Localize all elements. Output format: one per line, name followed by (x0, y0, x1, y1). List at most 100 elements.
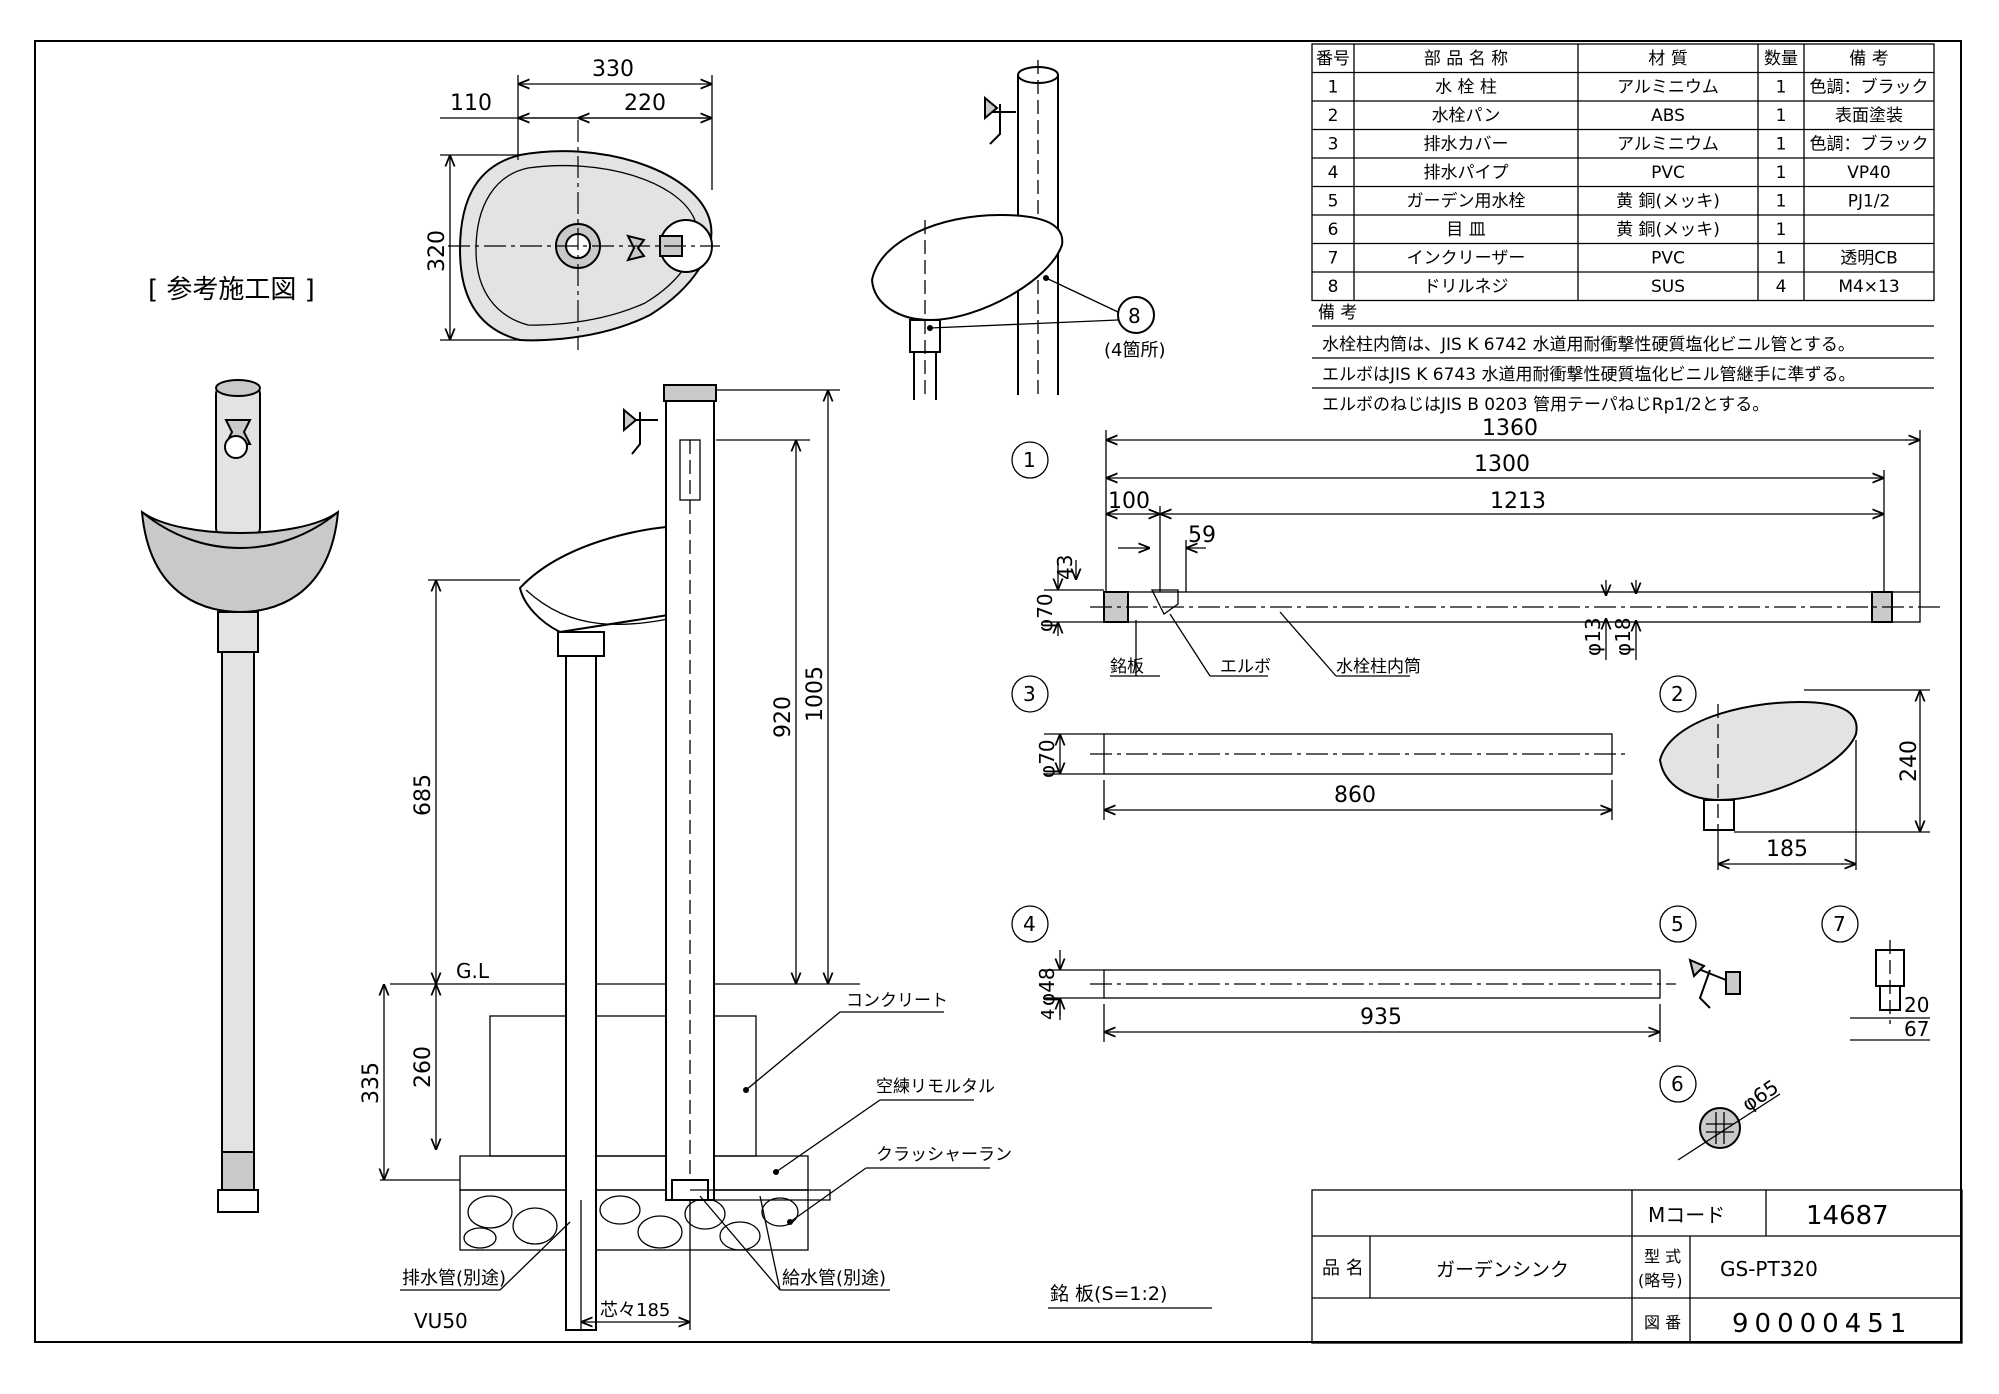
dim-920: 920 (771, 696, 796, 738)
label-concrete: コンクリート (846, 991, 948, 1011)
table-cell-r3-c2: アルミニウム (1617, 135, 1719, 155)
top-view: 330 110 220 320 (425, 57, 720, 350)
table-cell-r3-c1: 排水カバー (1424, 135, 1509, 155)
table-cell-r8-c2: SUS (1651, 277, 1685, 297)
table-cell-r5-c4: PJ1/2 (1848, 192, 1891, 212)
table-cell-r2-c2: ABS (1651, 106, 1685, 126)
part3-num: 3 (1023, 682, 1036, 706)
dim-phi13: φ13 (1581, 617, 1605, 656)
table-cell-r6-c0: 6 (1328, 220, 1339, 240)
part1-num: 1 (1023, 448, 1036, 472)
part-6-drain-plate: 6 φ65 (1659, 1065, 1783, 1161)
table-cell-r7-c2: PVC (1651, 249, 1685, 269)
table-cell-r3-c4: 色調：ブラック (1810, 134, 1929, 155)
table-cell-r6-c3: 1 (1776, 220, 1787, 240)
remark-1: 水栓柱内筒は、JIS K 6742 水道用耐衝撃性硬質塩化ビニル管とする。 (1322, 335, 1855, 355)
table-cell-r2-c0: 2 (1328, 106, 1339, 126)
table-cell-r5-c3: 1 (1776, 192, 1787, 212)
katashiki-value: GS-PT320 (1720, 1257, 1818, 1281)
label-drain: 排水管(別途) (402, 1268, 506, 1289)
katashiki-label-1: 型 式 (1644, 1247, 1681, 1266)
remark-3: エルボのねじはJIS B 0203 管用テーパねじRp1/2とする。 (1322, 395, 1769, 415)
table-cell-r5-c0: 5 (1328, 192, 1339, 212)
label-mortar: 空練リモルタル (876, 1077, 995, 1097)
table-cell-r6-c2: 黄 銅(メッキ) (1616, 220, 1720, 240)
table-cell-r5-c2: 黄 銅(メッキ) (1616, 192, 1720, 212)
table-cell-r7-c1: インクリーザー (1407, 249, 1526, 269)
mcode-value: 14687 (1806, 1201, 1889, 1231)
table-cell-r4-c4: VP40 (1847, 163, 1891, 183)
remarks-label: 備 考 (1318, 303, 1357, 323)
table-header-1: 部 品 名 称 (1424, 49, 1508, 69)
part-4-drain-pipe: 4 φ48 4 935 (1011, 905, 1676, 1042)
table-cell-r4-c2: PVC (1651, 163, 1685, 183)
reference-title: [ 参考施工図 ] (148, 275, 315, 305)
dim-935: 935 (1360, 1005, 1402, 1030)
zuban-label: 図 番 (1644, 1313, 1681, 1332)
table-cell-r5-c1: ガーデン用水栓 (1407, 191, 1526, 212)
table-cell-r1-c2: アルミニウム (1617, 78, 1719, 98)
table-cell-r4-c1: 排水パイプ (1424, 163, 1509, 183)
dim-240: 240 (1897, 740, 1922, 782)
table-cell-r8-c3: 4 (1776, 277, 1787, 297)
table-cell-r2-c3: 1 (1776, 106, 1787, 126)
part2-num: 2 (1671, 682, 1684, 706)
table-cell-r1-c1: 水 栓 柱 (1435, 78, 1497, 98)
dim-67: 67 (1904, 1017, 1929, 1041)
label-vu50: VU50 (414, 1309, 468, 1333)
label-pitch: 芯々185 (600, 1300, 670, 1321)
dim-100: 100 (1108, 489, 1150, 514)
katashiki-label-2: (略号) (1638, 1271, 1683, 1290)
iso-note: (4箇所) (1104, 340, 1166, 361)
dim-1005: 1005 (803, 666, 828, 722)
dim-1300: 1300 (1474, 452, 1530, 477)
dim-1360: 1360 (1482, 416, 1538, 441)
table-cell-r2-c1: 水栓パン (1432, 106, 1501, 126)
table-cell-r3-c3: 1 (1776, 135, 1787, 155)
table-cell-r4-c0: 4 (1328, 163, 1339, 183)
iso-callout-8: 8 (1128, 304, 1141, 328)
dim-110: 110 (450, 91, 492, 116)
dim-phi48: φ48 (1035, 967, 1059, 1006)
dim-330: 330 (592, 57, 634, 82)
table-header-3: 数量 (1764, 49, 1798, 69)
mcode-label: Mコード (1648, 1203, 1725, 1227)
dim-phi70-p3: φ70 (1035, 739, 1059, 778)
hinmei-value: ガーデンシンク (1436, 1259, 1569, 1281)
dim-185: 185 (1766, 837, 1808, 862)
part5-num: 5 (1671, 912, 1684, 936)
dim-phi65: φ65 (1737, 1075, 1782, 1117)
part-3-drain-cover: 3 φ70 860 (1011, 675, 1630, 820)
section-view: 685 920 1005 335 260 G.L コンクリート 空練リモルタル … (359, 384, 1212, 1333)
dim-43: 43 (1053, 555, 1077, 580)
dim-685: 685 (411, 774, 436, 816)
iso-view: 8 (4箇所) (870, 60, 1166, 400)
dim-335: 335 (359, 1062, 384, 1104)
label-inner: 水栓柱内筒 (1336, 657, 1421, 677)
table-cell-r7-c4: 透明CB (1840, 249, 1898, 269)
remark-2: エルボはJIS K 6743 水道用耐衝撃性硬質塩化ビニル管継手に準ずる。 (1322, 365, 1855, 385)
label-elbow: エルボ (1220, 657, 1271, 677)
table-cell-r8-c0: 8 (1328, 277, 1339, 297)
part7-num: 7 (1833, 912, 1846, 936)
label-crusher: クラッシャーラン (876, 1145, 1012, 1165)
table-cell-r6-c1: 目 皿 (1446, 220, 1485, 240)
dim-260: 260 (411, 1046, 436, 1088)
table-cell-r1-c0: 1 (1328, 78, 1339, 98)
perspective-view (140, 379, 340, 1213)
part-5-faucet: 5 (1659, 905, 1741, 1009)
dim-220: 220 (624, 91, 666, 116)
part-2-sink-pan: 2 240 185 (1658, 675, 1930, 870)
table-header-4: 備 考 (1849, 49, 1888, 69)
table-header-2: 材 質 (1648, 49, 1687, 69)
table-cell-r7-c0: 7 (1328, 249, 1339, 269)
dim-4: 4 (1038, 1009, 1059, 1020)
label-nameplate: 銘 板(S=1:2) (1050, 1283, 1167, 1305)
dim-59: 59 (1188, 523, 1216, 548)
table-cell-r7-c3: 1 (1776, 249, 1787, 269)
zuban-value: 90000451 (1732, 1309, 1912, 1339)
table-header-0: 番号 (1316, 49, 1350, 69)
part4-num: 4 (1023, 912, 1036, 936)
